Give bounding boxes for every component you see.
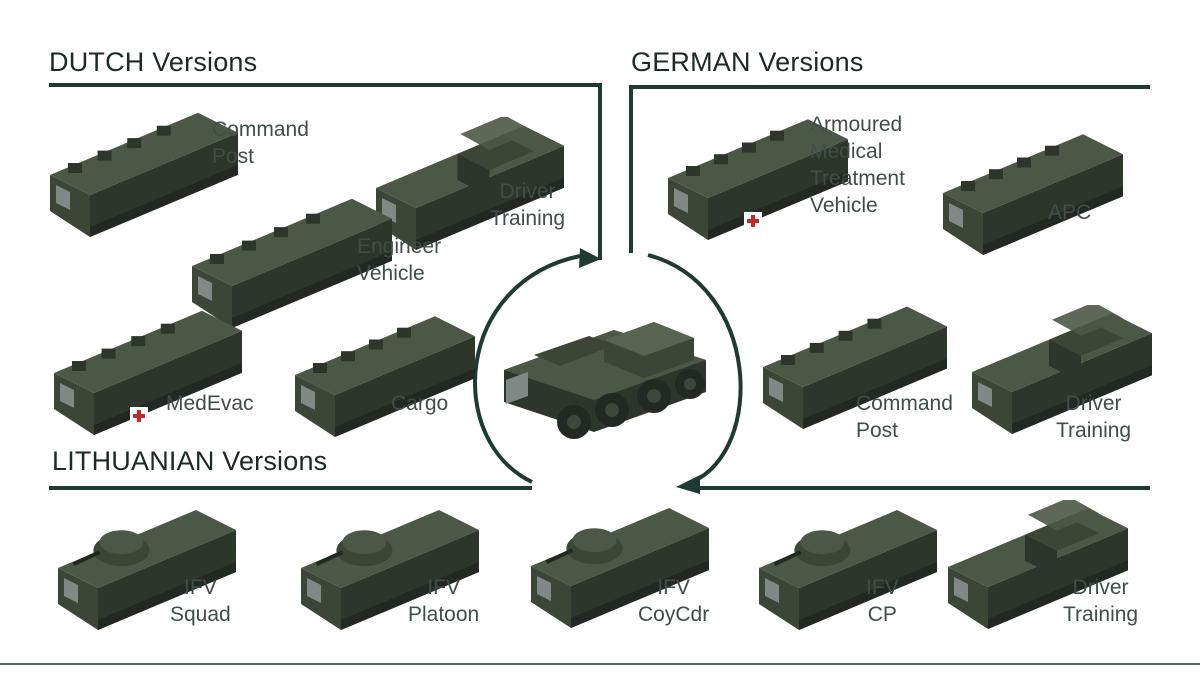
label-line: Vehicle: [357, 262, 425, 285]
label-line: Training: [490, 207, 566, 230]
label-line: Armoured: [810, 113, 903, 136]
tracked-engineer-vehicle-icon: [188, 190, 394, 335]
label-line: Treatment: [810, 167, 905, 190]
label-line: Vehicle: [810, 194, 878, 217]
dutch-section-title: DUTCH Versions: [49, 47, 258, 77]
label-line: APC: [1048, 201, 1092, 224]
label-line: Post: [212, 145, 255, 168]
german-command-post-label: Command Post: [856, 390, 953, 444]
cycle-arc-left: [473, 254, 581, 484]
tracked-cargo-vehicle-icon: [291, 308, 477, 444]
tracked-driver-training-vehicle-icon: [372, 115, 566, 257]
cycle-arc-right: [647, 253, 743, 484]
tracked-medical-treatment-vehicle-icon: [664, 111, 850, 247]
dutch-engineer-vehicle-label: Engineer Vehicle: [357, 233, 441, 287]
label-line: IFV: [427, 576, 460, 599]
label-line: Command: [212, 118, 309, 141]
tracked-driver-training-vehicle-icon: [944, 497, 1130, 636]
tracked-driver-training-vehicle-icon: [968, 302, 1154, 441]
dutch-medevac-label: MedEvac: [166, 390, 254, 417]
tracked-ifv-coycdr-icon: [527, 500, 711, 635]
german-driver-training-label: Driver Training: [1056, 390, 1131, 444]
german-medical-treatment-label: Armoured Medical Treatment Vehicle: [810, 111, 905, 219]
label-line: Squad: [170, 603, 231, 626]
dutch-command-post-label: Command Post: [212, 116, 309, 170]
label-line: Command: [856, 392, 953, 415]
label-line: IFV: [184, 576, 217, 599]
label-line: Cargo: [391, 392, 449, 415]
label-line: IFV: [657, 576, 690, 599]
bottom-divider: [0, 663, 1200, 665]
tracked-ifv-cp-icon: [755, 502, 939, 637]
german-section-title: GERMAN Versions: [631, 47, 864, 77]
lithuanian-ifv-coycdr-label: IFV CoyCdr: [638, 574, 709, 628]
german-frame-line: [629, 85, 1150, 253]
dutch-driver-training-label: Driver Training: [490, 178, 565, 232]
lithuanian-driver-training-label: Driver Training: [1063, 574, 1138, 628]
label-line: MedEvac: [166, 392, 254, 415]
label-line: Driver: [1072, 576, 1129, 599]
lithuanian-section-title: LITHUANIAN Versions: [52, 446, 328, 476]
tracked-medevac-vehicle-icon: [50, 302, 244, 442]
cycle-arrow-head-right: [676, 475, 700, 494]
tracked-ifv-squad-icon: [54, 502, 238, 637]
cycle-arrow-head-left: [579, 248, 601, 268]
label-line: CoyCdr: [638, 603, 710, 626]
dutch-frame-line: [49, 83, 602, 260]
lithuanian-ifv-squad-label: IFV Squad: [170, 574, 231, 628]
lithuanian-ifv-platoon-label: IFV Platoon: [408, 574, 479, 628]
german-apc-label: APC: [1048, 199, 1091, 226]
label-line: Training: [1063, 603, 1139, 626]
label-line: CP: [867, 603, 897, 626]
label-line: Medical: [810, 140, 883, 163]
tracked-command-post-vehicle-icon: [46, 104, 240, 244]
label-line: Driver: [1065, 392, 1122, 415]
dutch-cargo-label: Cargo: [391, 390, 448, 417]
label-line: Training: [1056, 419, 1132, 442]
tracked-ifv-platoon-icon: [297, 502, 481, 637]
tracked-apc-vehicle-icon: [939, 126, 1125, 262]
label-line: Driver: [499, 180, 556, 203]
lithuanian-ifv-cp-label: IFV CP: [866, 574, 899, 628]
tracked-command-post-vehicle-icon: [759, 298, 949, 436]
label-line: Engineer: [357, 235, 442, 258]
label-line: Post: [856, 419, 899, 442]
label-line: Platoon: [408, 603, 480, 626]
label-line: IFV: [866, 576, 899, 599]
wheeled-8x8-drive-module-icon: [494, 300, 716, 457]
